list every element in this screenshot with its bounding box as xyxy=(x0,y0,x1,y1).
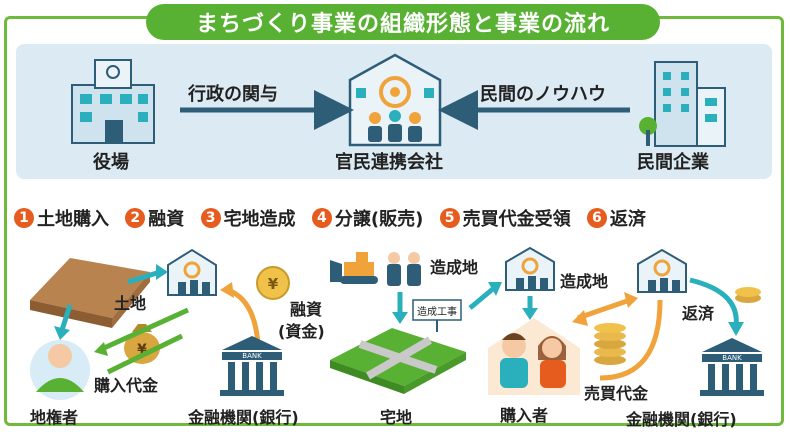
sale-payment-arrow xyxy=(599,299,663,381)
private-company-icon xyxy=(639,61,726,147)
step-number: 5 xyxy=(439,208,460,228)
sale-payment-label: 売買代金 xyxy=(584,384,649,403)
step-number: 1 xyxy=(14,208,34,228)
bank-sign-2: BANK xyxy=(722,354,742,362)
land-plot-icon xyxy=(30,258,150,328)
step-label: 融資 xyxy=(148,209,185,230)
repayment-arrow xyxy=(689,277,739,327)
town-hall-label: 役場 xyxy=(93,152,129,173)
private-knowhow-label: 民間のノウハウ xyxy=(480,84,606,105)
developed-land-label-2: 造成地 xyxy=(560,272,609,291)
step-label: 返済 xyxy=(609,209,646,230)
private-company-label: 民間企業 xyxy=(637,152,709,173)
company-label: 官民連携会社 xyxy=(335,152,443,173)
buyer-label: 購入者 xyxy=(500,406,549,425)
coin-icon: ¥ xyxy=(256,266,290,300)
landowner-icon xyxy=(30,340,90,400)
residential-land-icon xyxy=(330,328,466,394)
loan-label: 融資 xyxy=(290,300,323,319)
step-label: 売買代金受領 xyxy=(462,209,571,230)
landowner-label: 地権者 xyxy=(30,408,79,427)
coins-icon xyxy=(735,287,761,303)
step-number: 6 xyxy=(586,208,607,228)
construction-sign-text: 造成工事 xyxy=(417,305,457,318)
land-label: 土地 xyxy=(114,294,147,313)
sale-exchange-arrow xyxy=(577,297,631,321)
step-number: 3 xyxy=(200,208,221,228)
bank-icon-1: BANK xyxy=(220,336,284,396)
step-label: 宅地造成 xyxy=(223,209,296,230)
buyer-family-icon xyxy=(488,318,580,395)
developed-land-label-1: 造成地 xyxy=(430,258,479,277)
sell-arrow-1 xyxy=(468,286,496,310)
company-icon-3 xyxy=(637,248,687,293)
payment-arrow-pay xyxy=(106,333,184,375)
yen-symbol: ¥ xyxy=(137,342,147,358)
bank-icon-2: BANK xyxy=(700,338,764,396)
step-label: 土地購入 xyxy=(37,209,109,230)
diagram-title: まちづくり事業の組織形態と事業の流れ xyxy=(146,4,660,40)
coin-stack-icon xyxy=(594,323,626,365)
landowner-arrow xyxy=(59,304,73,331)
purchase-payment-label: 購入代金 xyxy=(94,376,159,395)
payment-arrow-return xyxy=(102,307,190,351)
coin-yen-symbol: ¥ xyxy=(268,275,279,293)
bank2-label: 金融機関(銀行) xyxy=(626,410,737,429)
town-hall-icon xyxy=(71,59,155,144)
loan-funds-label: (資金) xyxy=(278,322,325,341)
residential-land-label: 宅地 xyxy=(380,408,413,427)
company-icon-2 xyxy=(505,246,555,291)
public-private-company-icon xyxy=(348,53,442,147)
land-transfer-arrow xyxy=(127,269,161,285)
repayment-label: 返済 xyxy=(682,304,715,323)
admin-involvement-label: 行政の関与 xyxy=(188,84,278,105)
step-label: 分譲(販売) xyxy=(334,209,424,230)
company-icon-1 xyxy=(167,248,217,296)
step-number: 4 xyxy=(311,208,332,228)
bulldozer-icon xyxy=(330,252,378,284)
step-number: 2 xyxy=(125,208,146,228)
construction-sign: 造成工事 xyxy=(412,299,462,332)
bank1-label: 金融機関(銀行) xyxy=(188,408,299,427)
workers-icon xyxy=(387,252,421,286)
bank-sign-1: BANK xyxy=(242,352,262,360)
